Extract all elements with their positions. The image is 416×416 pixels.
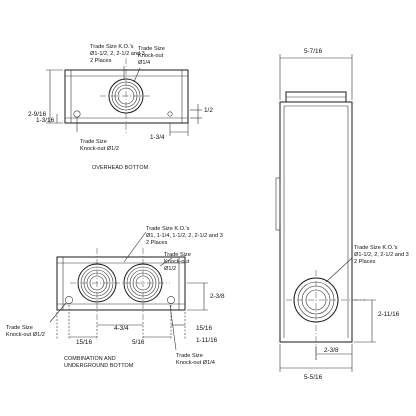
underground-caption-1: COMBINATION AND [64,356,116,362]
side-view: 5-7/16 Trade Size K.O.'s Ø1-1/2, 2, 2-1/… [275,48,409,381]
overhead-bottom-ko-label-2: Knock-out Ø1/2 [80,146,119,152]
underground-bottom-label-2: Knock-out Ø1/4 [176,360,215,366]
side-dim-5-7-16: 5-7/16 [304,48,323,55]
overhead-knockout-leader [133,67,141,83]
underground-left-label-1: Trade Size [6,325,33,331]
underground-dim-5-16: 5/16 [132,339,145,346]
side-ko-label-3: 2 Places [354,259,376,265]
overhead-knockout-label-1: Trade Size [138,46,165,52]
side-ko-label-2: Ø1-1/2, 2, 2-1/2 and 3 [354,252,409,258]
underground-left-label-2: Knock-out Ø1/2 [6,332,45,338]
overhead-dim-1-3-16: 1-3/16 [36,117,55,124]
side-dim-2-11-16: 2-11/16 [378,311,400,318]
overhead-bottom-view: Trade Size K.O.'s Ø1-1/2, 2, 2-1/2 and 3… [28,44,213,171]
side-ko-label-1: Trade Size K.O.'s [354,245,398,251]
overhead-dim-1-2: 1/2 [204,107,213,114]
overhead-knockout-label-3: Ø1/4 [138,60,150,66]
side-dim-2-3-8: 2-3/8 [324,347,339,354]
underground-box-outline [56,256,186,311]
underground-small-knockout-left [65,296,73,304]
side-ko-leader [325,257,353,283]
underground-dim-2-3-8: 2-3/8 [210,293,225,300]
underground-ko-label-1: Trade Size K.O.'s [146,226,190,232]
underground-mid-leader [159,257,173,267]
overhead-small-knockout-right [167,111,173,117]
underground-dim-4-3-4: 4-3/4 [114,325,129,332]
overhead-ko-label-2: Ø1-1/2, 2, 2-1/2 and 3 [90,51,145,57]
underground-dim-1-11-16: 1-11/16 [196,337,218,344]
underground-dim-15-16-right: 15/16 [196,325,212,332]
underground-ko-label-2: Ø1, 1-1/4, 1-1/2, 2, 2-1/2 and 3 [146,233,223,239]
underground-mid-label-1: Trade Size [164,252,191,258]
overhead-dim-1-3-4: 1-3/4 [150,134,165,141]
overhead-knockout-label-2: Knock-out [138,53,164,59]
underground-mid-label-2: Knock-out [164,259,190,265]
overhead-caption: OVERHEAD BOTTOM [92,165,149,171]
underground-left-leader [49,302,67,323]
overhead-ko-label-3: 2 Places [90,58,112,64]
overhead-ko-label-1: Trade Size K.O.'s [90,44,134,50]
underground-dim-15-16-left: 15/16 [76,339,92,346]
overhead-box-outline [64,69,189,124]
underground-small-knockout-right [167,296,175,304]
underground-ko-leader [123,231,147,263]
underground-bottom-label-1: Trade Size [176,353,203,359]
overhead-bottom-ko-label-1: Trade Size [80,139,107,145]
overhead-small-knockout-left [73,110,81,118]
underground-mid-label-3: Ø1/2 [164,266,176,272]
underground-caption-2: UNDERGROUND BOTTOM [64,363,134,369]
side-dim-5-5-16: 5-5/16 [304,374,323,381]
underground-bottom-view: Trade Size K.O.'s Ø1, 1-1/4, 1-1/2, 2, 2… [6,226,225,369]
overhead-dim-2-9-16: 2-9/16 [28,111,47,118]
underground-ko-label-3: 2 Places [146,240,168,246]
side-mounting-tab [275,177,281,231]
